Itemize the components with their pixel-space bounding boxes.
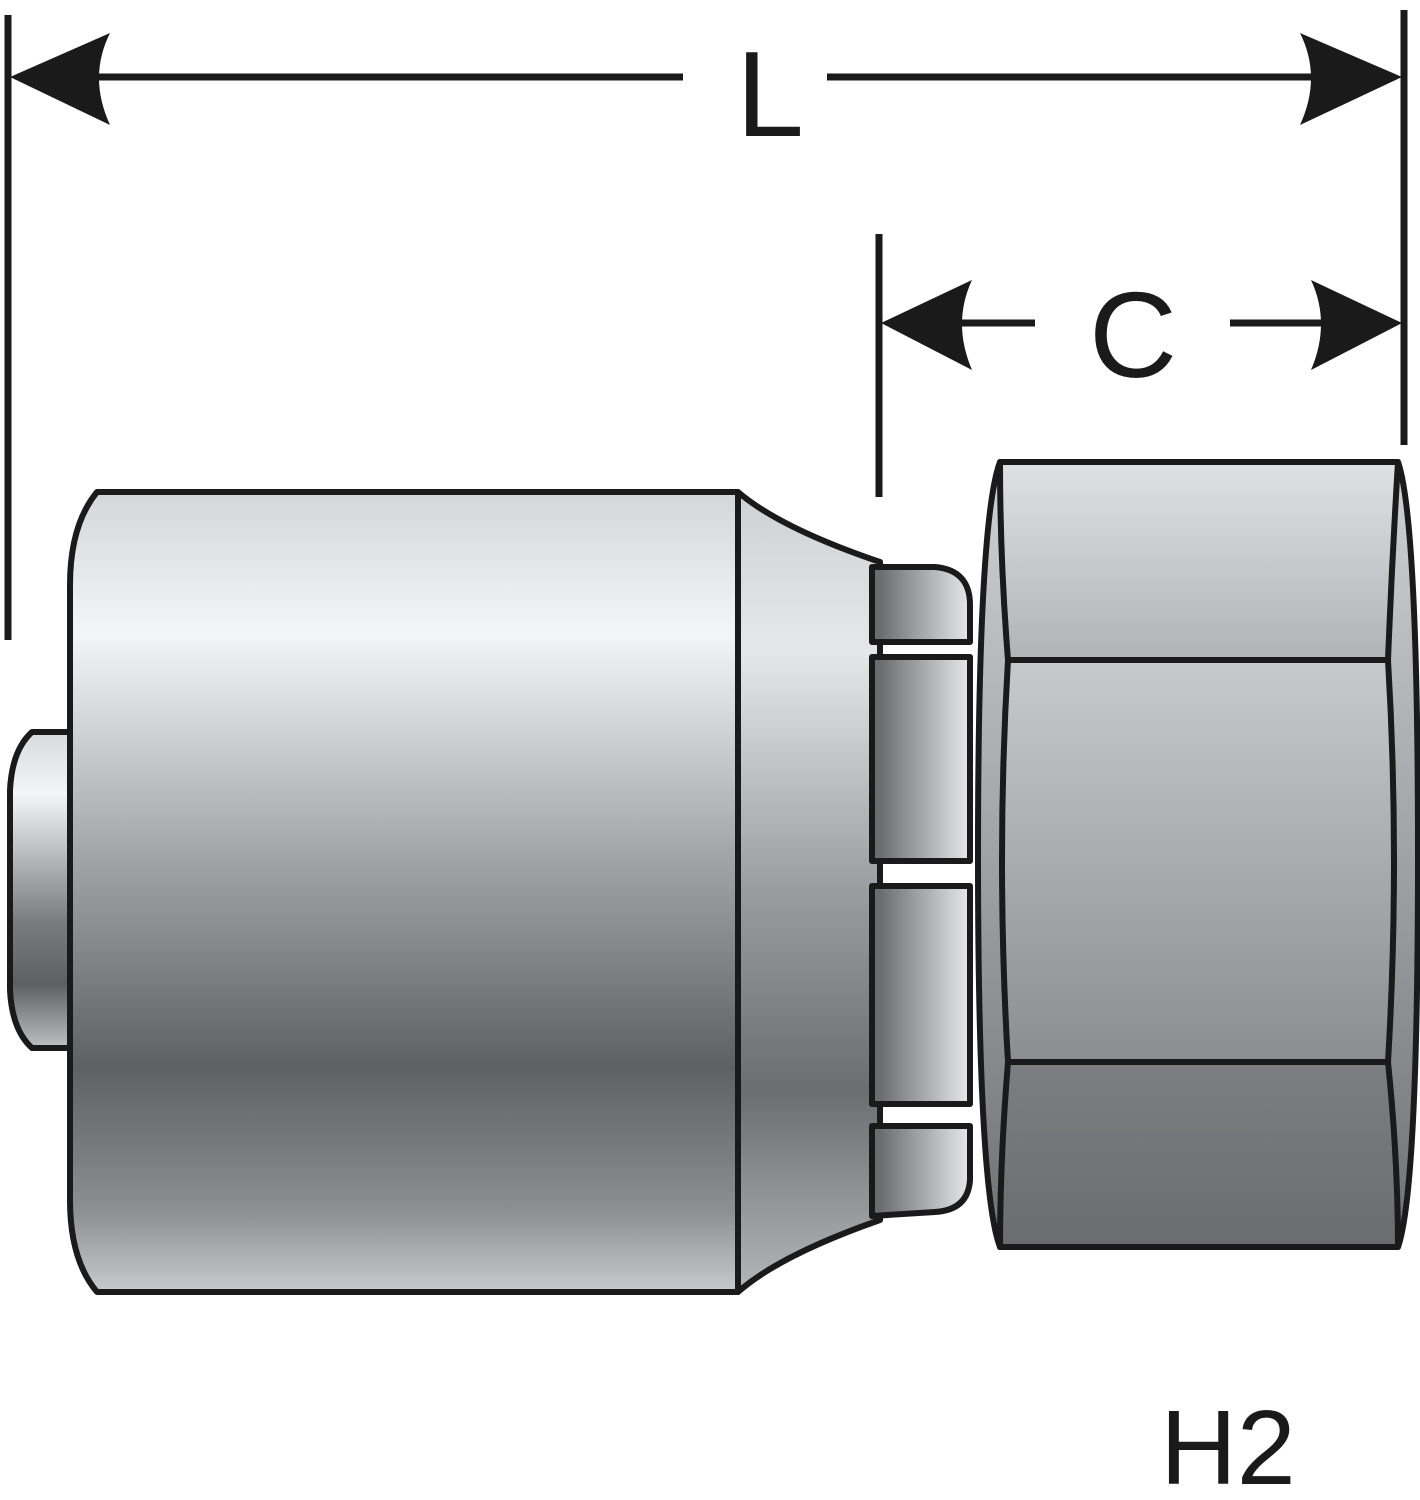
swivel-collar <box>869 564 973 1219</box>
arrowhead-l-left <box>10 33 110 125</box>
ferrule-sleeve <box>67 489 741 1295</box>
hex-flat-middle <box>999 657 1397 1065</box>
collar-segment-lower <box>869 883 973 1107</box>
hex-flat-bottom <box>997 1059 1401 1250</box>
hex-flat-top <box>997 459 1401 663</box>
collar-segment-top <box>869 564 973 645</box>
arrowhead-c-left <box>881 280 972 370</box>
collar-segment-upper <box>869 654 973 864</box>
collar-segment-bottom <box>869 1123 973 1219</box>
dimension-l: L <box>4 10 1408 640</box>
arrowhead-c-right <box>1311 280 1402 370</box>
dimension-label-l: L <box>736 26 804 162</box>
hose-stub <box>7 729 73 1051</box>
ferrule-neck <box>735 489 883 1295</box>
hex-nut <box>975 459 1420 1250</box>
part-code-label: H2 <box>1160 1389 1296 1500</box>
dimension-c: C <box>875 234 1402 497</box>
arrowhead-l-right <box>1300 33 1402 125</box>
dimension-label-c: C <box>1089 267 1177 403</box>
fitting-body <box>7 459 1420 1295</box>
